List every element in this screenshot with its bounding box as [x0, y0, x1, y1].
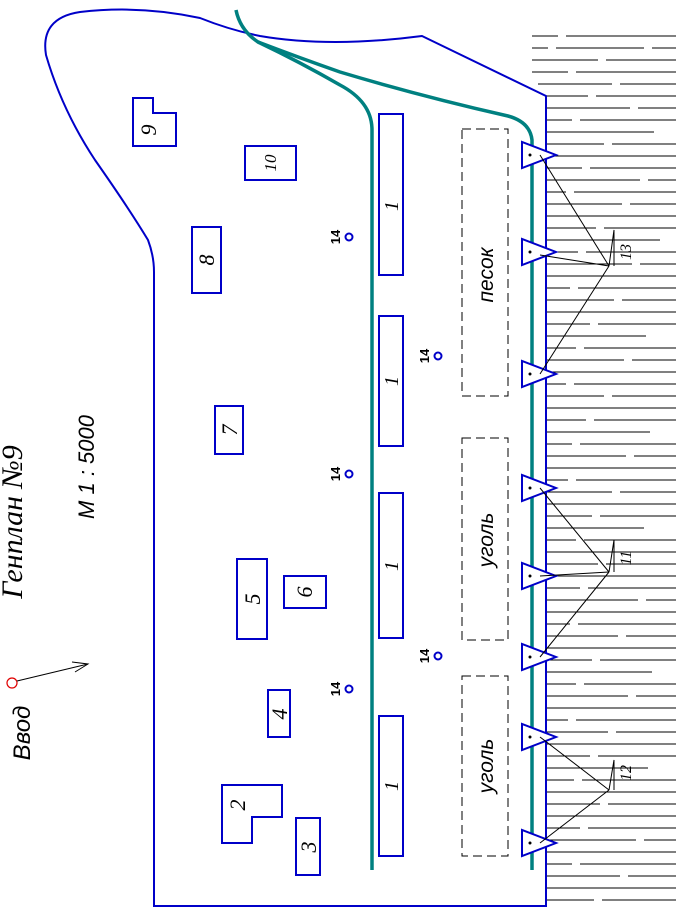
- water-area: [532, 35, 676, 901]
- rail-track-inner: [234, 9, 374, 870]
- entrance-label: Ввод: [9, 706, 36, 761]
- zone-coal-upper-label: уголь: [475, 513, 498, 570]
- building-7-label: 7: [217, 424, 242, 436]
- hydrant-2: [433, 351, 443, 361]
- crane-markers: [521, 140, 559, 858]
- building-8: [191, 226, 222, 294]
- plan-scale: М 1 : 5000: [74, 414, 99, 519]
- building-1-bottom-label: 1: [381, 781, 403, 791]
- building-2-label: 2: [225, 800, 250, 811]
- building-9: [132, 97, 177, 147]
- building-10-label: 10: [261, 154, 280, 172]
- zone-coal-lower-label: уголь: [475, 739, 498, 796]
- entrance-arrow-shaft: [16, 663, 89, 682]
- building-1-second-label: 1: [381, 376, 403, 386]
- crane-group-top-label: 13: [618, 244, 635, 260]
- crane-triangle: [521, 359, 559, 389]
- hydrant-3-label: 14: [328, 466, 343, 481]
- crane-triangle: [521, 237, 559, 267]
- building-5: [236, 558, 268, 640]
- zone-coal-lower: [461, 675, 509, 857]
- building-8-label: 8: [194, 255, 219, 266]
- crane-triangle: [521, 722, 559, 752]
- building-1-top: [378, 113, 404, 276]
- hydrant-4: [433, 651, 443, 661]
- building-3: [295, 817, 321, 876]
- building-3-label: 3: [296, 842, 321, 854]
- crane-triangle: [521, 642, 559, 672]
- crane-triangle: [521, 473, 559, 503]
- building-1-bottom: [378, 715, 404, 857]
- building-4-label: 4: [267, 709, 292, 720]
- crane-dots: [528, 153, 532, 845]
- entrance-marker: [6, 677, 18, 689]
- hydrant-5-label: 14: [328, 681, 343, 696]
- rail-track-outer: [257, 40, 534, 870]
- crane-group-bottom-label: 12: [618, 765, 635, 781]
- building-5-label: 5: [240, 594, 265, 605]
- zone-sand: [461, 128, 509, 397]
- building-1-top-label: 1: [381, 201, 403, 211]
- hydrant-1: [344, 232, 354, 242]
- building-4: [267, 689, 291, 738]
- entrance-arrow-head: [71, 661, 90, 673]
- hydrant-1-label: 14: [328, 229, 343, 244]
- building-9-label: 9: [136, 125, 161, 136]
- hydrant-4-label: 14: [417, 648, 432, 663]
- building-6-label: 6: [292, 587, 317, 598]
- building-1-third-label: 1: [381, 561, 403, 571]
- hydrant-5: [344, 684, 354, 694]
- building-10: [244, 145, 297, 181]
- building-2: [221, 784, 283, 844]
- crane-triangle: [521, 561, 559, 591]
- zone-sand-label: песок: [475, 246, 498, 302]
- building-7: [214, 405, 244, 455]
- crane-group-middle-label: 11: [618, 551, 635, 566]
- building-1-third: [378, 492, 404, 639]
- hydrant-3: [344, 469, 354, 479]
- crane-triangle: [521, 140, 559, 170]
- crane-leaders: [539, 154, 615, 844]
- plan-title: Генплан №9: [0, 445, 29, 600]
- building-6: [283, 575, 327, 609]
- hydrant-2-label: 14: [417, 348, 432, 363]
- site-boundary: [44, 8, 547, 907]
- crane-triangle: [521, 828, 559, 858]
- zone-coal-upper: [461, 437, 509, 641]
- building-1-second: [378, 315, 404, 447]
